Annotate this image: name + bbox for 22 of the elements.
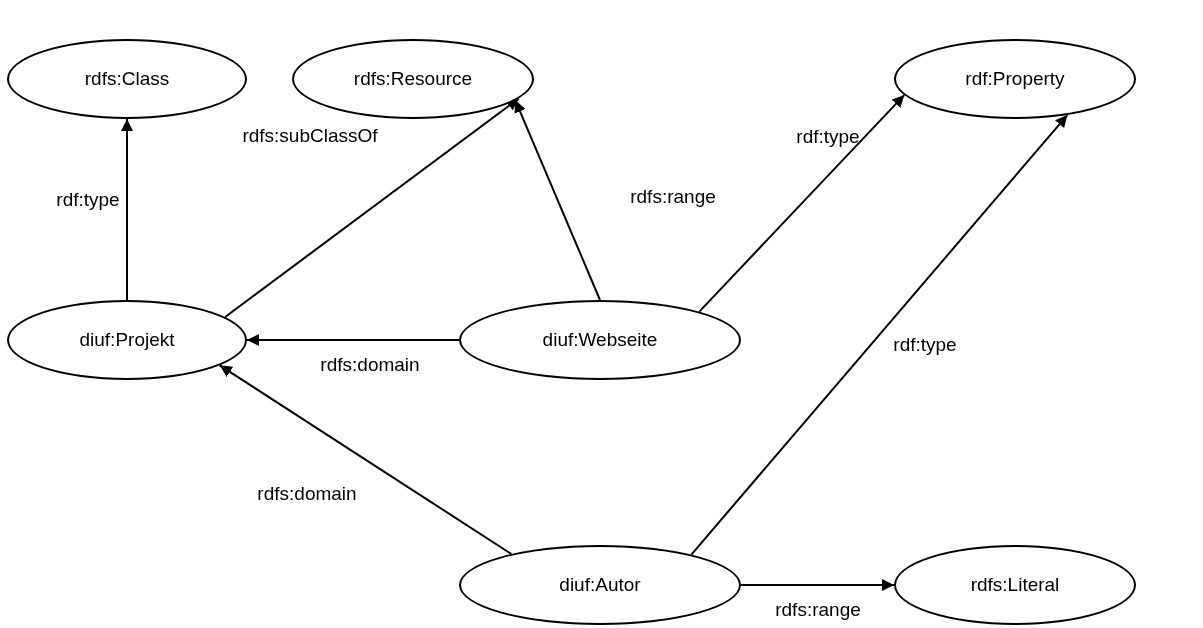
edge-label: rdf:type: [56, 189, 120, 211]
node-label: diuf:Projekt: [79, 329, 175, 351]
node-label: rdfs:Class: [84, 68, 170, 90]
edge-label: rdf:type: [893, 334, 957, 356]
node-label: diuf:Autor: [559, 574, 641, 596]
arrow: [740, 579, 895, 591]
node-label: diuf:Webseite: [542, 329, 658, 351]
arrow: [218, 364, 513, 555]
arrow: [514, 99, 601, 301]
arrow: [698, 94, 906, 313]
node-label: rdfs:Literal: [970, 574, 1060, 596]
edge-label: rdfs:range: [775, 599, 861, 621]
edge-label: rdf:type: [796, 126, 860, 148]
arrow: [121, 118, 133, 301]
arrow: [246, 334, 460, 346]
edge-label: rdfs:range: [630, 186, 716, 208]
edge-label: rdfs:domain: [257, 483, 357, 505]
edge-label: rdfs:subClassOf: [242, 125, 378, 147]
arrow: [224, 97, 520, 318]
node-label: rdfs:Resource: [353, 68, 473, 90]
edge-label: rdfs:domain: [320, 354, 420, 376]
node-label: rdf:Property: [965, 68, 1065, 90]
